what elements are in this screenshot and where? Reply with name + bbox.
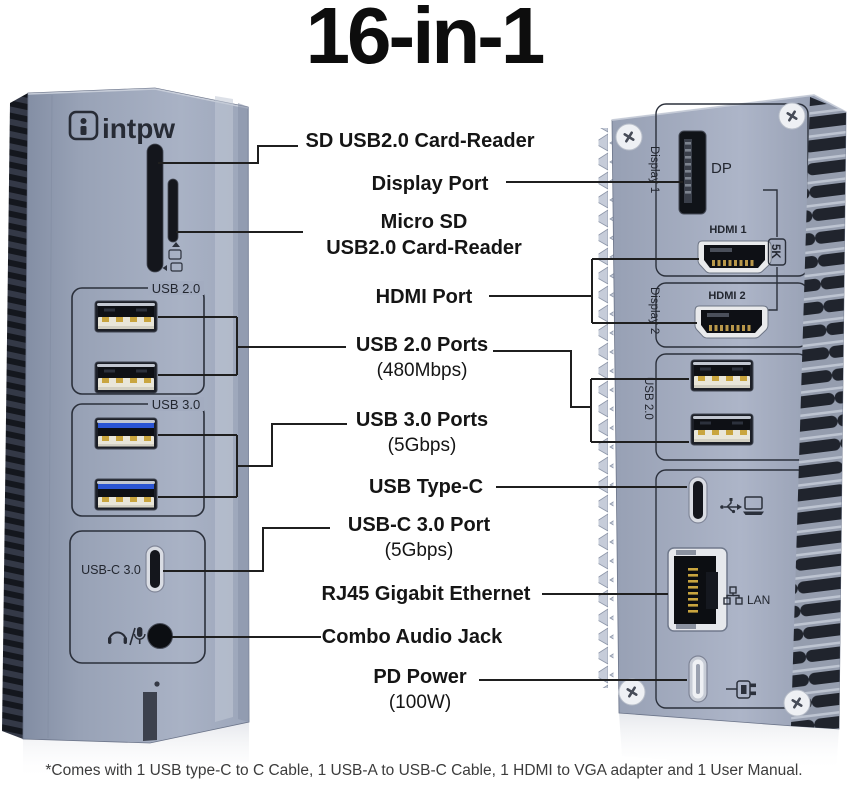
usb2-port-1	[94, 300, 158, 333]
usb3-port-1	[94, 417, 158, 450]
callout-type-c-text: USB Type-C	[368, 476, 484, 498]
dp-label: DP	[711, 160, 732, 177]
front-usbc-section-label: USB-C 3.0	[81, 563, 141, 577]
front-usb3-section-label: USB 3.0	[152, 397, 200, 412]
front-device: intpw USB 2.0 USB 3.0	[2, 87, 250, 780]
reset-hole	[154, 681, 160, 687]
rear-device: DP Display 1 HDMI 1 5K HDMI 2 Display 2 …	[598, 94, 847, 772]
line-usb3	[158, 423, 347, 498]
callout-usb2-text: USB 2.0 Ports	[355, 334, 489, 356]
callout-audio-text: Combo Audio Jack	[321, 626, 503, 648]
5k-bracket	[763, 189, 787, 311]
display1-label: Display 1	[648, 146, 660, 193]
callout-usb3-speed: (5Gbps)	[387, 435, 457, 456]
brand-logo-icon	[68, 110, 99, 141]
display2-label: Display 2	[648, 287, 660, 334]
front-usb2-label-backing	[148, 281, 204, 295]
screw-bottom-left	[617, 677, 647, 707]
pd-usbc-port	[688, 655, 708, 703]
callout-usb3: USB 3.0 Ports (5Gbps)	[356, 407, 488, 459]
callout-audio: Combo Audio Jack	[322, 624, 502, 650]
callout-usb3-text: USB 3.0 Ports	[355, 409, 489, 431]
brand-logo: intpw	[68, 110, 175, 144]
usb-laptop-icon	[720, 496, 764, 515]
callout-usbc3-text: USB-C 3.0 Port	[347, 514, 491, 536]
rear-usb2-label: USB 2.0	[642, 377, 654, 420]
callout-pd-power: (100W)	[388, 692, 452, 713]
line-hdmi	[489, 258, 699, 324]
callout-hdmi: HDMI Port	[376, 284, 473, 310]
sd-card-slot	[146, 143, 164, 273]
line-usbc3	[163, 527, 330, 572]
hdmi1-label: HDMI 1	[709, 224, 746, 236]
callout-lines	[158, 145, 699, 681]
usb2-port-2	[94, 361, 158, 394]
callout-pd: PD Power (100W)	[373, 664, 466, 716]
displayport-port	[678, 130, 707, 215]
rear-device-top-edge	[611, 94, 847, 121]
front-device-seam	[47, 94, 53, 739]
usbc3-port	[145, 545, 165, 593]
screw-top-left	[614, 122, 644, 152]
front-usb2-section-label: USB 2.0	[152, 281, 200, 296]
hdmi1-port	[697, 240, 772, 274]
power-plug-icon	[726, 680, 756, 699]
front-device-side-fins	[2, 93, 28, 739]
callout-pd-text: PD Power	[373, 666, 467, 688]
hdmi2-port	[694, 305, 769, 339]
callout-usb2: USB 2.0 Ports (480Mbps)	[356, 332, 488, 384]
callout-micro-sd: Micro SD USB2.0 Card-Reader	[326, 209, 522, 261]
line-usb2-left	[158, 316, 346, 376]
front-device-highlight	[215, 96, 233, 722]
sd-eject-icon	[162, 242, 183, 272]
callout-usb2-speed: (480Mbps)	[376, 360, 468, 381]
callout-micro-sd-line2: USB2.0 Card-Reader	[326, 237, 522, 259]
lan-icon	[723, 586, 743, 605]
front-device-base-groove	[143, 692, 157, 741]
micro-sd-slot	[167, 178, 179, 243]
callout-usbc3: USB-C 3.0 Port (5Gbps)	[348, 512, 490, 564]
rear-device-heatsink-fins	[791, 97, 846, 729]
front-device-edge-shade	[238, 103, 249, 722]
callout-usbc3-speed: (5Gbps)	[384, 540, 454, 561]
callout-type-c: USB Type-C	[369, 474, 483, 500]
callout-display-port: Display Port	[372, 171, 489, 197]
line-usb2-right	[493, 350, 689, 443]
footnote: *Comes with 1 USB type-C to C Cable, 1 U…	[45, 762, 803, 779]
host-usbc-port	[688, 476, 708, 524]
page-title: 16-in-1	[305, 0, 546, 80]
audio-jack	[147, 623, 173, 649]
callout-rj45-text: RJ45 Gigabit Ethernet	[321, 583, 531, 605]
callout-sd-text: SD USB2.0 Card-Reader	[305, 130, 535, 152]
headset-mic-icon	[108, 627, 146, 646]
callout-hdmi-text: HDMI Port	[375, 286, 473, 308]
callout-rj45: RJ45 Gigabit Ethernet	[322, 581, 531, 607]
brand-logo-text: intpw	[102, 113, 175, 144]
rear-usb2-port-2	[690, 413, 754, 446]
callout-display-port-text: Display Port	[371, 173, 489, 195]
front-usbc-section-outline	[69, 530, 206, 664]
hdmi2-label: HDMI 2	[708, 290, 745, 302]
ethernet-port	[667, 547, 728, 632]
screw-top-right	[777, 101, 807, 131]
brand-logo-icon-dot	[80, 118, 87, 124]
rear-device-sawtooth-edge	[598, 128, 614, 688]
rear-usb2-port-1	[690, 359, 754, 392]
5k-label: 5K	[769, 244, 781, 259]
front-usb3-section-outline	[71, 403, 205, 517]
lan-label: LAN	[747, 593, 770, 607]
screw-bottom-right	[782, 688, 812, 718]
callout-sd-card-reader: SD USB2.0 Card-Reader	[306, 128, 535, 154]
callout-micro-sd-line1: Micro SD	[380, 211, 468, 233]
line-sd	[158, 145, 298, 164]
front-usb2-section-outline	[71, 287, 205, 395]
rear-device-reflection	[619, 713, 839, 772]
brand-logo-icon-stem	[80, 126, 87, 135]
usb3-port-2	[94, 478, 158, 511]
front-usb3-label-backing	[148, 397, 204, 411]
